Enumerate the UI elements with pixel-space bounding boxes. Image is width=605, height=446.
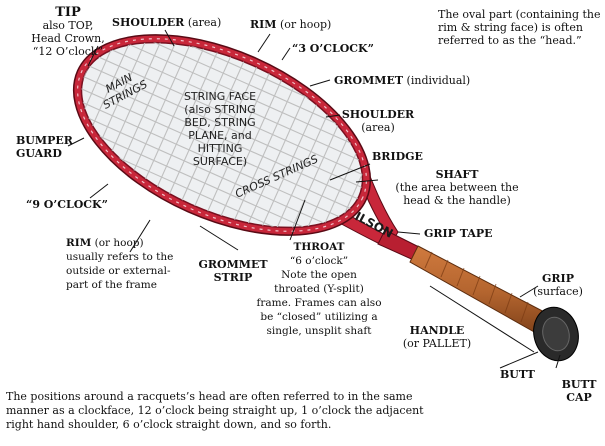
string-face-line-5: HITTING [197,142,243,155]
head-note-line-3: referred to as the “head.” [438,34,582,47]
butt-cap-label: BUTT CAP [554,378,604,404]
grip-tape-label: GRIP TAPE [424,227,493,240]
string-bed [54,4,390,266]
rim-note-line-2: outside or external- [66,265,171,277]
shoulder-right-title: SHOULDER [341,108,415,121]
throat-label: THROAT “6 o’clock” Note the open throate… [254,240,384,338]
grip-tape-text: GRIP TAPE [424,227,493,240]
grommet-title: GROMMET [334,74,404,87]
throat-line-2: Note the open [281,269,357,281]
grip-title: GRIP [542,272,574,285]
throat-line-6: single, unsplit shaft [266,325,372,337]
footer-line-1: The positions around a racquets’s head a… [6,390,413,403]
grommet-strip [77,38,367,232]
head-note: The oval part (containing the rim & stri… [438,8,601,47]
string-face-line-1: STRING FACE [183,90,257,103]
handle-label: HANDLE (or PALLET) [392,324,482,350]
throat-line-4: frame. Frames can also [256,297,382,309]
bumper-line-2: GUARD [16,147,62,160]
shaft-detail-1: (the area between the [395,181,519,194]
shoulder-right-detail: (area) [361,121,395,134]
grommet-strip-line-2: STRIP [213,271,253,284]
footer-line-2: manner as a clockface, 12 o’clock being … [6,404,424,417]
grommet-strip-line-1: GROMMET [198,258,268,271]
throat-title: THROAT [293,241,345,253]
tip-label: TIP also TOP, Head Crown, “12 O’clock” [28,6,108,58]
shaft-label: SHAFT (the area between the head & the h… [392,168,522,207]
rim-note-line-3: part of the frame [66,279,157,291]
throat-line-3: throated (Y-split) [274,283,364,295]
shoulder-top-label: SHOULDER (area) [112,16,221,29]
tip-detail-3: “12 O’clock” [32,45,104,58]
string-face-line-3: BED, STRING [184,116,256,129]
rim-note-label: RIM (or hoop) usually refers to the outs… [66,236,173,292]
rim-note-title: RIM [66,237,92,249]
leader-lines [67,29,561,369]
string-face-label: STRING FACE (also STRING BED, STRING PLA… [168,90,272,168]
string-face-line-2: (also STRING [184,103,256,116]
grip-detail: (surface) [533,285,583,298]
shoulder-right-label: SHOULDER (area) [338,108,418,134]
shoulder-top-detail: (area) [187,16,222,29]
shaft-detail-2: head & the handle) [403,194,511,207]
tip-detail-2: Head Crown, [31,32,105,45]
head-note-line-2: rim & string face) is often [438,21,583,34]
throat-line-5: be “closed” utilizing a [260,311,378,323]
butt-text: BUTT [500,368,535,381]
tip-detail-1: also TOP, [42,19,94,32]
string-face-line-4: PLANE, and [188,129,252,142]
bridge-label: BRIDGE [372,150,423,163]
string-face-line-6: SURFACE) [192,155,248,168]
footer-line-3: right hand shoulder, 6 o’clock straight … [6,418,332,431]
bumper-line-1: BUMPER [16,134,73,147]
rim-note-title-detail: (or hoop) [94,237,144,249]
shoulder-top-title: SHOULDER [112,16,185,29]
shaft-title: SHAFT [435,168,479,181]
butt-cap-line-2: CAP [566,391,592,404]
handle-detail: (or PALLET) [402,337,472,350]
grommet-label: GROMMET (individual) [334,74,470,87]
throat-line-1: “6 o’clock” [289,255,349,267]
grip-label: GRIP (surface) [528,272,588,298]
bumper-guard-label: BUMPER GUARD [16,134,73,160]
butt-cap-line-1: BUTT [561,378,597,391]
rim-note-line-1: usually refers to the [66,251,174,263]
nine-oclock-label: “9 O’CLOCK” [26,198,108,211]
tip-title: TIP [55,5,81,20]
footer-note: The positions around a racquets’s head a… [6,390,424,432]
grommet-strip-label: GROMMET STRIP [188,258,278,284]
three-oclock-label: “3 O’CLOCK” [292,42,374,55]
nine-oclock-text: “9 O’CLOCK” [26,198,108,211]
bridge-text: BRIDGE [372,150,423,163]
three-oclock-text: “3 O’CLOCK” [292,42,374,55]
rim-top-title: RIM [250,18,277,31]
head-note-line-1: The oval part (containing the [438,8,601,21]
butt-label: BUTT [500,368,535,381]
handle-title: HANDLE [409,324,465,337]
rim-top-detail: (or hoop) [279,18,332,31]
grommet-detail: (individual) [406,74,471,87]
rim-top-label: RIM (or hoop) [250,18,331,31]
